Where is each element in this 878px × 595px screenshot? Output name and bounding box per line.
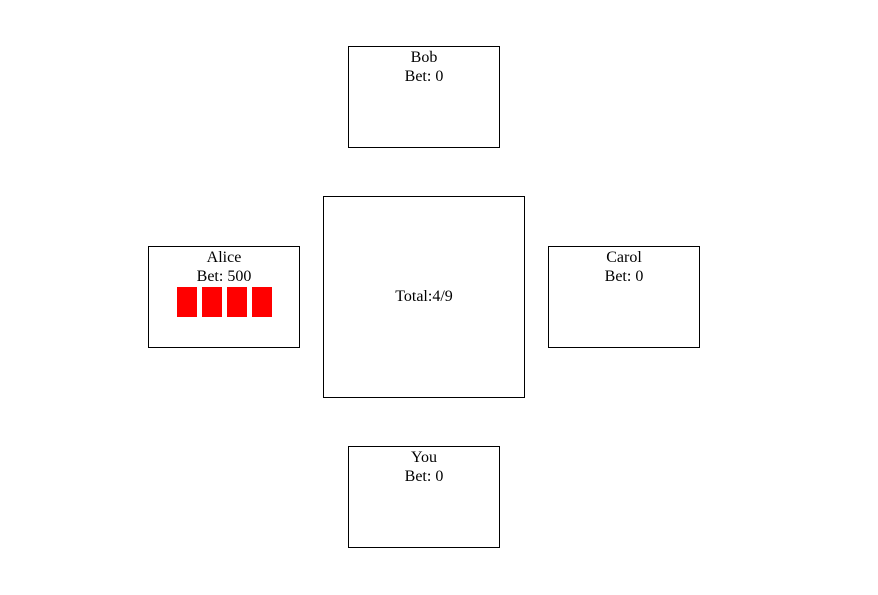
card-back <box>251 287 272 317</box>
player-panel-you: You Bet: 0 <box>348 446 500 548</box>
center-table: Total:4/9 <box>323 196 525 398</box>
card-hand <box>349 487 499 517</box>
bet-amount: 0 <box>635 268 644 285</box>
player-name: Alice <box>206 249 242 266</box>
bet-amount: 0 <box>435 468 444 485</box>
bet-label: Bet: <box>404 68 436 85</box>
player-panel-alice: Alice Bet: 500 <box>148 246 300 348</box>
bet-label: Bet: <box>404 468 436 485</box>
player-bet: Bet: 0 <box>349 467 499 486</box>
total-value: 4/9 <box>432 288 453 305</box>
player-bet: Bet: 0 <box>349 67 499 86</box>
player-bet: Bet: 500 <box>149 267 299 286</box>
bet-label: Bet: <box>604 268 636 285</box>
card-back <box>176 287 197 317</box>
card-hand <box>549 287 699 317</box>
player-name: Carol <box>606 249 642 266</box>
player-name: Bob <box>410 49 438 66</box>
total-label: Total: <box>395 288 433 305</box>
bet-amount: 500 <box>227 268 252 285</box>
pot-total: Total:4/9 <box>395 288 453 306</box>
bet-amount: 0 <box>435 68 444 85</box>
player-panel-carol: Carol Bet: 0 <box>548 246 700 348</box>
card-hand <box>349 87 499 117</box>
player-bet: Bet: 0 <box>549 267 699 286</box>
player-panel-bob: Bob Bet: 0 <box>348 46 500 148</box>
card-hand <box>149 287 299 317</box>
bet-label: Bet: <box>196 268 228 285</box>
card-back <box>201 287 222 317</box>
card-back <box>226 287 247 317</box>
player-name: You <box>411 449 437 466</box>
